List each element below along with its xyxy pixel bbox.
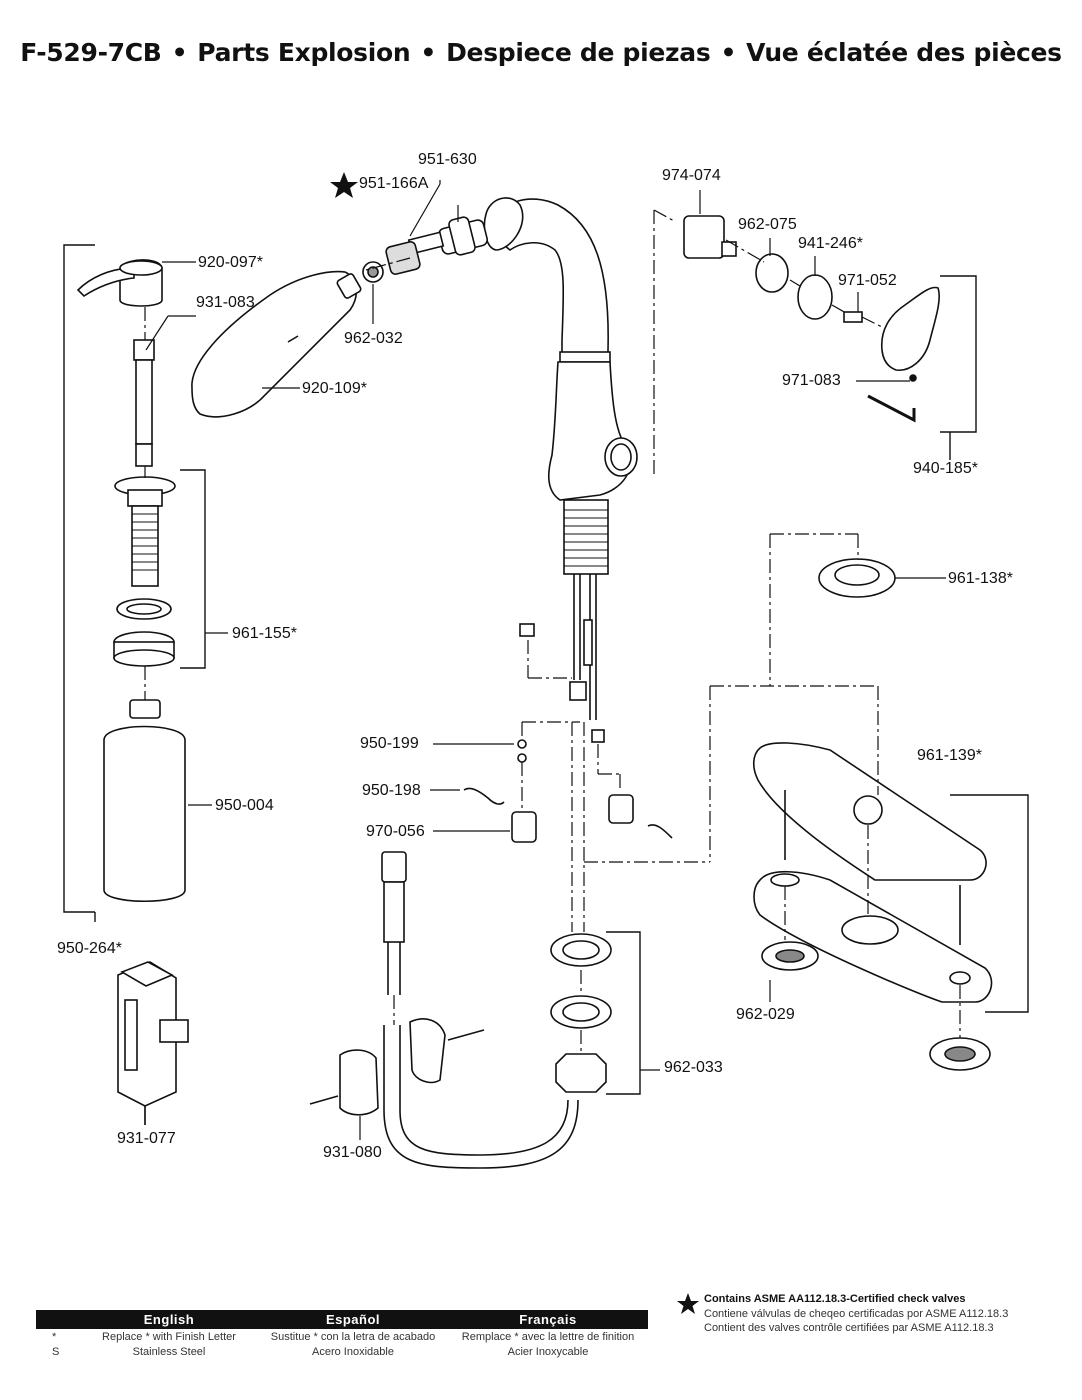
title-spanish: Despiece de piezas xyxy=(446,38,711,67)
part-961-139: 961-139* xyxy=(917,747,982,764)
part-951-630: 951-630 xyxy=(418,151,477,168)
soap-dispenser xyxy=(63,244,186,922)
part-971-052: 971-052 xyxy=(838,272,897,289)
handle-assembly xyxy=(683,215,977,460)
part-962-075: 962-075 xyxy=(738,216,797,233)
part-961-155: 961-155* xyxy=(232,625,297,642)
part-931-080: 931-080 xyxy=(323,1144,382,1161)
part-920-109: 920-109* xyxy=(302,380,367,397)
part-962-032: 962-032 xyxy=(344,330,403,347)
part-950-264: 950-264* xyxy=(57,940,122,957)
part-950-199: 950-199 xyxy=(360,735,419,752)
table-row: S Stainless Steel Acero Inoxidable Acier… xyxy=(52,1345,589,1358)
title-french: Vue éclatée des pièces xyxy=(746,38,1062,67)
finish-legend-table: English Español Français * Replace * wit… xyxy=(36,1310,648,1359)
part-941-246: 941-246* xyxy=(798,235,863,252)
part-950-198: 950-198 xyxy=(362,782,421,799)
part-971-083: 971-083 xyxy=(782,372,841,389)
cartridge-931-077 xyxy=(117,961,189,1125)
deck-plate xyxy=(752,742,1029,1071)
part-962-033: 962-033 xyxy=(664,1059,723,1076)
part-961-138: 961-138* xyxy=(948,570,1013,587)
header-french: Français xyxy=(519,1312,577,1327)
part-950-004: 950-004 xyxy=(215,797,274,814)
table-header: English Español Français xyxy=(36,1310,648,1329)
table-row: * Replace * with Finish Letter Sustitue … xyxy=(52,1330,635,1343)
part-974-074: 974-074 xyxy=(662,167,721,184)
header-english: English xyxy=(143,1312,195,1327)
part-931-083: 931-083 xyxy=(196,294,255,311)
part-962-029: 962-029 xyxy=(736,1006,795,1023)
part-970-056: 970-056 xyxy=(366,823,425,840)
page-title: F-529-7CB•Parts Explosion•Despiece de pi… xyxy=(20,38,1062,67)
title-english: Parts Explosion xyxy=(197,38,411,67)
model-number: F-529-7CB xyxy=(20,38,162,67)
faucet-spout xyxy=(483,197,638,720)
part-920-097: 920-097* xyxy=(198,254,263,271)
part-940-185: 940-185* xyxy=(913,460,978,477)
part-931-077: 931-077 xyxy=(117,1130,176,1147)
part-951-166A: 951-166A xyxy=(359,175,429,192)
header-spanish: Español xyxy=(325,1312,381,1327)
check-valve-assembly xyxy=(385,216,488,275)
star-icon xyxy=(677,1293,699,1314)
hose-assembly xyxy=(309,851,579,1169)
spray-head xyxy=(191,270,362,418)
note-line-english: Contains ASME AA112.18.3-Certified check… xyxy=(704,1293,966,1305)
note-line-spanish: Contiene válvulas de cheqeo certificadas… xyxy=(704,1308,1009,1320)
note-line-french: Contient des valves contrôle certifiées … xyxy=(704,1322,994,1334)
